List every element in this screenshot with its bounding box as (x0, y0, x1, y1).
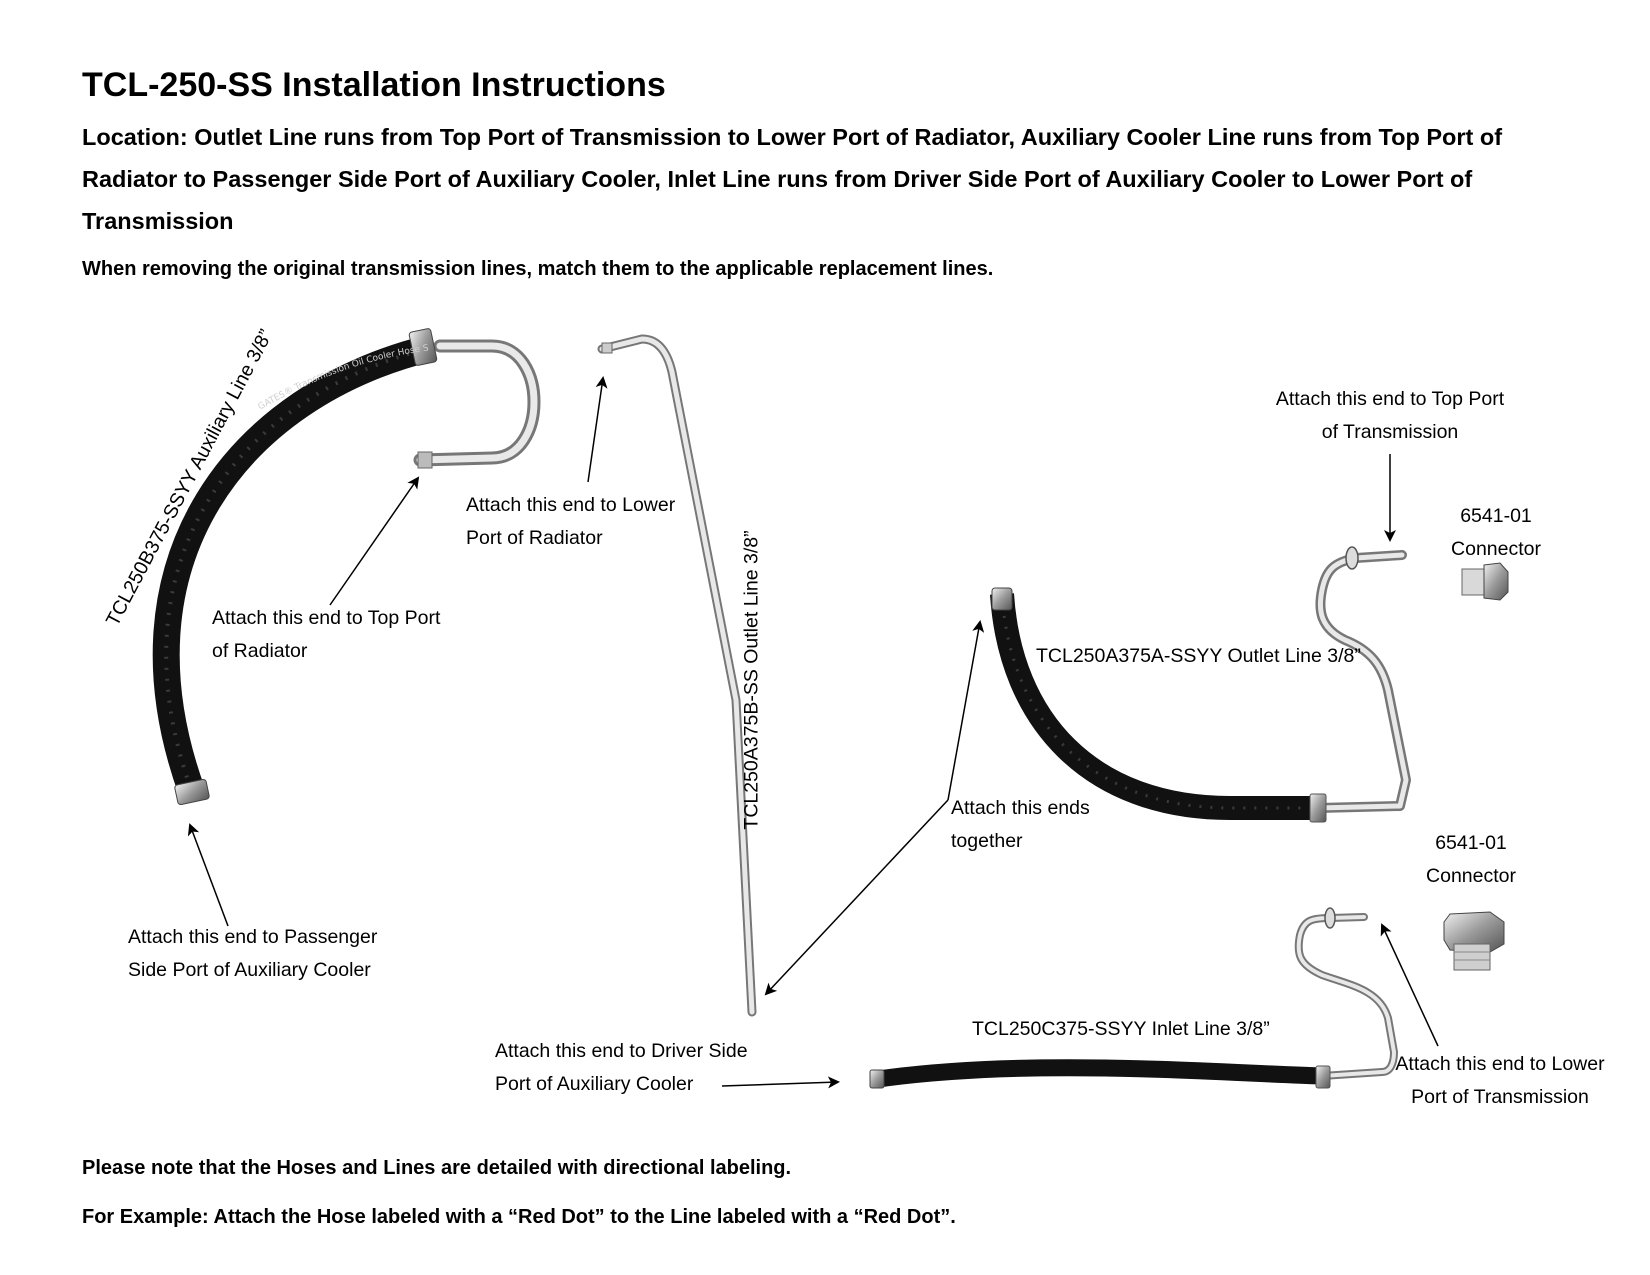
callout-passenger-side: Attach this end to Passenger Side Port o… (128, 921, 377, 987)
intro-instruction: When removing the original transmission … (82, 258, 994, 280)
callout-line: Attach this ends (951, 797, 1090, 819)
arrow-ends-together-down (764, 799, 949, 996)
callout-top-port-transmission: Attach this end to Top Port of Transmiss… (1250, 383, 1530, 449)
callout-arrows (187, 376, 1439, 1089)
callout-line: of Radiator (212, 640, 308, 662)
arrow-ends-together-up (947, 620, 985, 801)
inlet-line-label: TCL250C375-SSYY Inlet Line 3/8” (972, 1018, 1270, 1040)
callout-line: Attach this end to Driver Side (495, 1040, 748, 1062)
callout-line: of Transmission (1321, 421, 1459, 443)
arrow-passenger-side (187, 823, 229, 927)
connector-2-name: Connector (1426, 865, 1516, 887)
connector-2-icon (1443, 911, 1505, 971)
arrow-driver-side (721, 1076, 840, 1089)
outlet-line-a-label: TCL250A375A-SSYY Outlet Line 3/8” (1036, 645, 1361, 667)
arrow-top-port-radiator (329, 476, 420, 606)
callout-line: Attach this end to Top Port (1275, 388, 1505, 410)
connector-1-name: Connector (1451, 538, 1541, 560)
arrow-lower-port-radiator (587, 376, 608, 483)
callout-line: together (951, 830, 1023, 852)
outlet-line-a-part (990, 546, 1411, 823)
connector-1-label: 6541-01 Connector (1436, 500, 1556, 566)
callout-line: Attach this end to Lower (1395, 1053, 1605, 1075)
outlet-line-b-part (597, 334, 757, 1017)
connector-1-number: 6541-01 (1460, 505, 1532, 527)
callout-line: Attach this end to Passenger (128, 926, 378, 948)
callout-top-port-radiator: Attach this end to Top Port of Radiator (212, 602, 440, 668)
callout-line: Attach this end to Top Port (212, 607, 441, 629)
directional-labeling-note: Please note that the Hoses and Lines are… (82, 1157, 792, 1179)
connector-2-label: 6541-01 Connector (1411, 827, 1531, 893)
hose-print-textpath: GATES® Transmission Oil Cooler Hose SAE … (0, 0, 430, 413)
callout-line: Port of Auxiliary Cooler (495, 1073, 694, 1095)
arrow-lower-port-transmission (1380, 923, 1439, 1047)
location-description: Location: Outlet Line runs from Top Port… (82, 124, 1503, 234)
outlet-line-b-label: TCL250A375B-SS Outlet Line 3/8” (740, 530, 763, 830)
callout-lower-port-transmission: Attach this end to Lower Port of Transmi… (1370, 1048, 1630, 1114)
connector-1-icon (1461, 562, 1509, 601)
connector-2-number: 6541-01 (1435, 832, 1507, 854)
callout-driver-side: Attach this end to Driver Side Port of A… (495, 1035, 748, 1101)
red-dot-example-note: For Example: Attach the Hose labeled wit… (82, 1206, 956, 1228)
callout-lower-port-radiator: Attach this end to Lower Port of Radiato… (466, 489, 675, 555)
callout-line: Side Port of Auxiliary Cooler (128, 959, 371, 981)
page-title: TCL-250-SS Installation Instructions (82, 66, 666, 104)
callout-line: Attach this end to Lower (466, 494, 676, 516)
callout-line: Port of Transmission (1411, 1086, 1589, 1108)
callout-line: Port of Radiator (466, 527, 603, 549)
auxiliary-line-part: GATES® Transmission Oil Cooler Hose SAE … (0, 0, 541, 806)
inlet-line-part (869, 907, 1398, 1089)
hose-print-text: GATES® Transmission Oil Cooler Hose SAE … (0, 0, 430, 413)
callout-ends-together: Attach this ends together (951, 792, 1090, 858)
